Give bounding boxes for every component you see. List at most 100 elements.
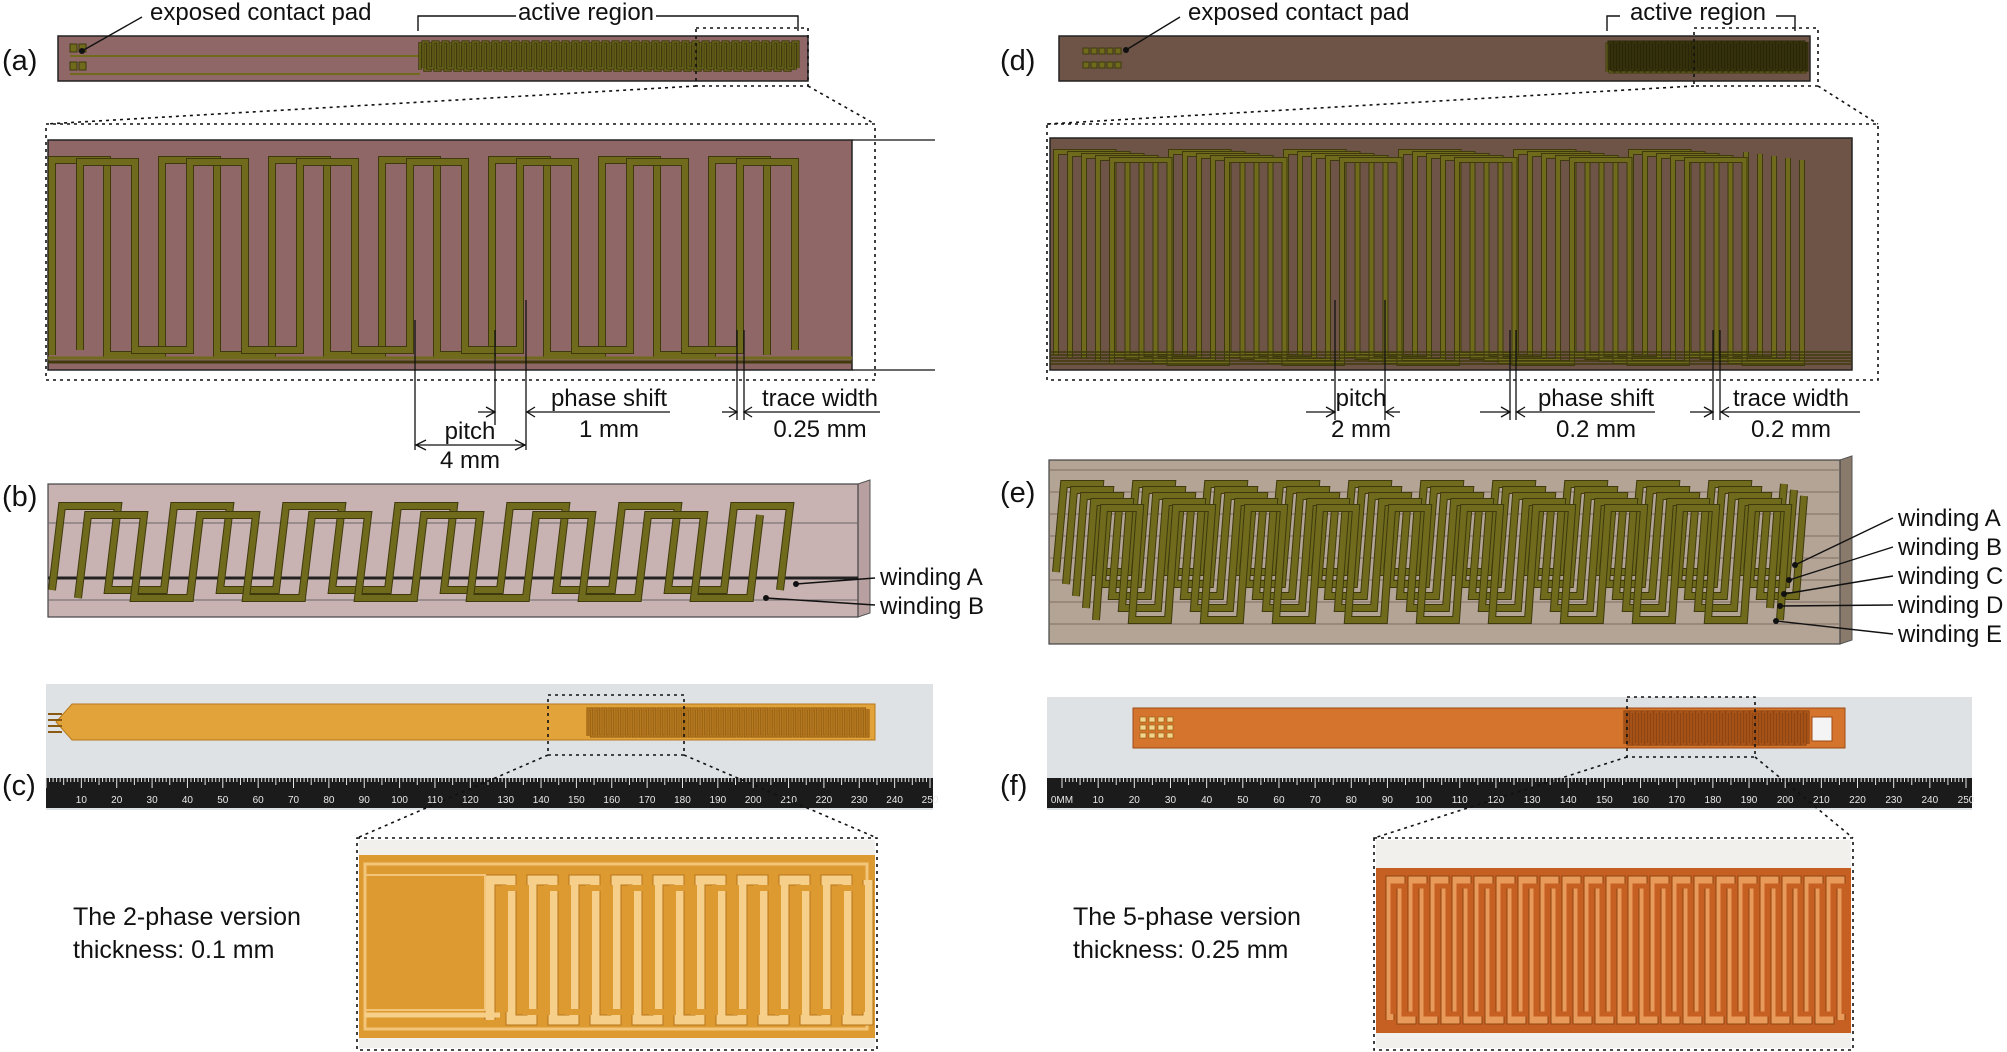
f-pad [1148,732,1156,739]
a-pitch-arrows [414,439,527,451]
d-zoom-view: pitch 2 mm phase shift 0.2 mm trace widt… [1046,123,1879,443]
d-zoom-winding-1 [1068,152,1762,359]
f-ruler-number: 190 [1741,795,1758,806]
f-ruler-number: 20 [1129,795,1141,806]
d-zoom-line-right [1817,85,1879,125]
f-caption-line2: thickness: 0.25 mm [1073,936,1288,964]
f-ruler-number: 140 [1560,795,1577,806]
f-zoom-coils [1385,875,1847,1025]
a-zoom-substrate [47,139,853,371]
b-winding-b-leader [765,597,876,606]
e-winding-e-label: winding E [1897,621,2002,648]
c-ruler-number: 190 [709,795,726,806]
e-winding-leaders [1773,517,1894,635]
e-winding-3-trace [1083,499,1782,611]
c-ruler-number: 120 [462,795,479,806]
d-active-region-label: active region [1630,0,1766,26]
a-phase-shift-value: 1 mm [579,416,639,443]
c-caption-line2: thickness: 0.1 mm [73,936,274,964]
b-winding-b-label: winding B [879,593,984,620]
f-ruler-number: 50 [1237,795,1249,806]
a-coil-winding-b [422,41,799,69]
d-pitch-label: pitch [1336,385,1387,412]
e-coils [1052,480,1808,624]
f-ruler-number: 210 [1813,795,1830,806]
c-ruler-number: 100 [391,795,408,806]
c-ruler-number: 50 [217,795,229,806]
c-caption-line1: The 2-phase version [73,903,301,931]
e-winding-leader [1788,546,1894,581]
panel-e-label: (e) [1000,477,1035,509]
c-ruler-number: 150 [568,795,585,806]
f-ruler-number: 170 [1668,795,1685,806]
a-active-coils [418,40,800,72]
f-contact-pads [1139,716,1174,739]
f-pad [1166,724,1174,731]
d-trace-width-value: 0.2 mm [1751,416,1831,443]
a-zoom-winding-b [77,159,798,353]
f-window [1811,716,1833,742]
f-ruler-number: 150 [1596,795,1613,806]
d-phase-arrowheads [1500,406,1526,418]
c-ruler-number: 90 [359,795,371,806]
e-winding-b-label: winding B [1897,534,2002,561]
panel-f-label: (f) [1000,770,1027,802]
a-pitch-value: 4 mm [440,447,500,474]
f-ruler-number: 180 [1705,795,1722,806]
a-zoom-frame [45,123,876,381]
e-winding-4-trace [1093,505,1792,623]
f-pad [1139,716,1147,723]
a-tw-arrowheads [728,406,753,418]
c-ruler-number: 250 [922,795,939,806]
c-ruler-number: 130 [497,795,514,806]
f-ruler-number: 70 [1310,795,1322,806]
a-active-region-bracket [417,15,799,31]
d-phase-shift-label: phase shift [1538,385,1654,412]
c-ruler-number: 10 [76,795,88,806]
f-ruler [1047,778,1972,808]
d-trace-width-label: trace width [1733,385,1849,412]
c-ruler-number: 70 [288,795,300,806]
c-ruler-number: 170 [639,795,656,806]
f-caption-line1: The 5-phase version [1073,903,1301,931]
f-ruler-number: 230 [1885,795,1902,806]
f-pad [1139,724,1147,731]
e-winding-d-label: winding D [1897,592,2003,619]
a-zoom-box [695,27,809,87]
panel-a-label: (a) [2,45,37,77]
c-strip-coils [586,707,870,738]
a-pad-leader [81,16,143,52]
f-pad [1157,724,1165,731]
e-winding-leader [1783,575,1894,595]
f-zoom-coil-inner [1391,884,1846,1016]
d-active-region-bracket [1606,15,1796,31]
panel-b: (b) winding A winding B [2,479,984,620]
f-ruler-number: 90 [1382,795,1394,806]
f-ruler-number: 120 [1488,795,1505,806]
c-strip-coil [587,708,869,737]
f-ruler-number: 40 [1201,795,1213,806]
c-ruler-ticks [45,778,931,788]
c-ruler-number: 80 [323,795,335,806]
e-winding-a-label: winding A [1897,505,2001,532]
f-ruler-number: 220 [1849,795,1866,806]
f-ruler-number: 0MM [1051,795,1073,806]
f-zoom-line-right [1754,756,1854,839]
f-ruler-number: 130 [1524,795,1541,806]
d-tw-arrowheads [1703,406,1730,418]
e-winding-leader [1779,604,1894,607]
c-ruler-number: 180 [674,795,691,806]
a-zoom-line-right [807,85,876,125]
b-winding-a-label: winding A [879,564,983,591]
f-zoom-line-left [1373,756,1628,839]
c-ruler-number: 140 [533,795,550,806]
f-pad [1148,724,1156,731]
d-phase-shift-value: 0.2 mm [1556,416,1636,443]
f-pad [1139,732,1147,739]
d-zoom-coils [1050,149,1852,366]
f-pad [1157,716,1165,723]
c-zoom-line-right [683,754,878,839]
panel-c-label: (c) [2,770,36,802]
panel-d-label: (d) [1000,45,1035,77]
